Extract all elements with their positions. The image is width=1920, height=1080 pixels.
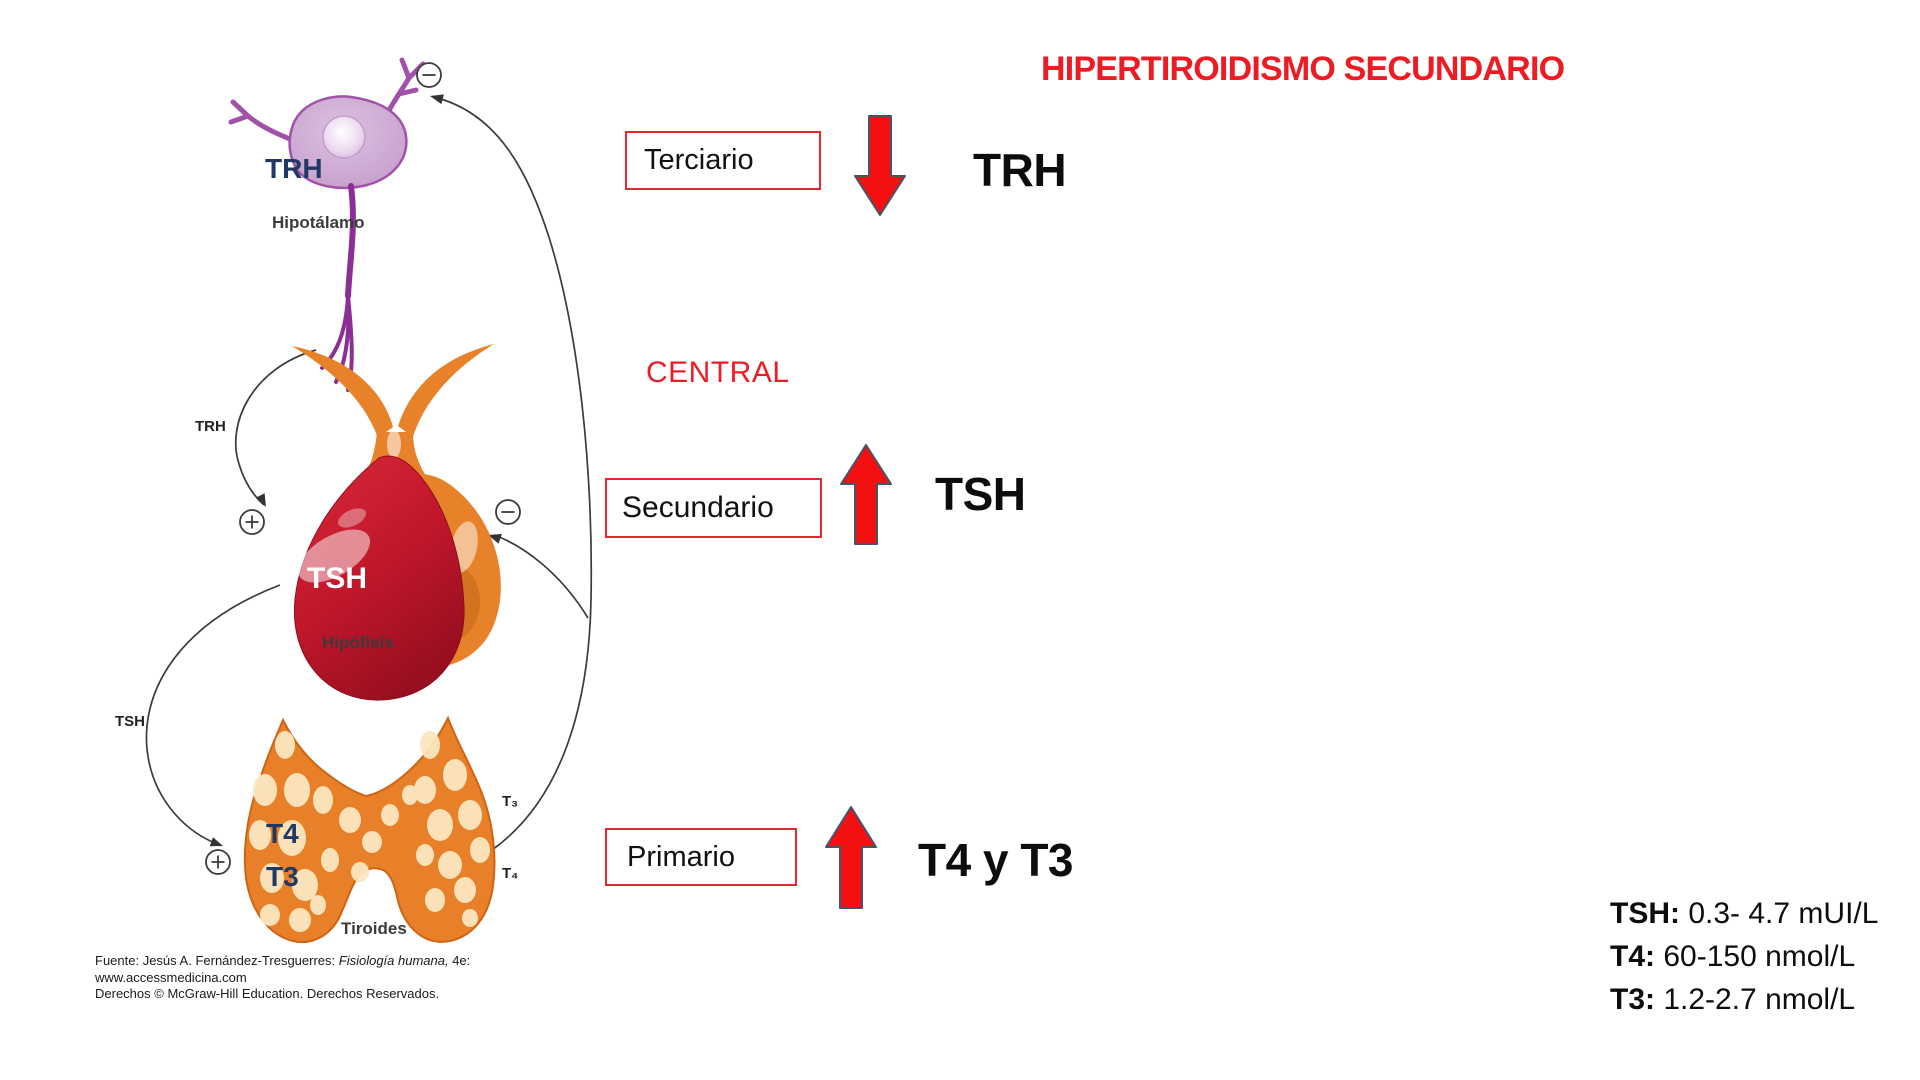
level-box-label: Secundario bbox=[622, 491, 774, 524]
negative-feedback-curve-to-pituitary bbox=[493, 534, 589, 619]
thyroid-gland bbox=[243, 715, 496, 944]
reference-value-tsh: TSH: 0.3- 4.7 mUI/L bbox=[1610, 892, 1878, 935]
reference-values-panel: TSH: 0.3- 4.7 mUI/L T4: 60-150 nmol/L T3… bbox=[1610, 892, 1878, 1021]
trh-pathway-label: TRH bbox=[195, 418, 226, 435]
level-box-label: Primario bbox=[627, 840, 735, 873]
reference-range: 1.2-2.7 nmol/L bbox=[1663, 983, 1856, 1016]
source-text: 4e: bbox=[448, 953, 471, 968]
feedback-curves bbox=[145, 96, 593, 851]
arrowheads bbox=[209, 94, 502, 847]
source-line-3: Derechos © McGraw-Hill Education. Derech… bbox=[95, 986, 440, 1001]
thyroid-label: Tiroides bbox=[341, 919, 407, 938]
reference-range: 0.3- 4.7 mUI/L bbox=[1688, 897, 1879, 930]
arrow-up-icon bbox=[840, 444, 892, 545]
level-box-label: Terciario bbox=[644, 144, 754, 176]
arrowhead-icon bbox=[430, 94, 444, 105]
arrow-down-icon bbox=[854, 115, 906, 216]
arrowhead-icon bbox=[209, 837, 223, 847]
thyroid-follicle-spots bbox=[249, 731, 490, 932]
arrow-up-icon bbox=[825, 806, 877, 909]
source-text: Fuente: Jesús A. Fernández-Tresguerres: bbox=[95, 953, 339, 968]
reference-label: T4: bbox=[1610, 940, 1655, 973]
t3-secretion-label: T₃ bbox=[502, 793, 518, 810]
thyroid-t3-label: T3 bbox=[266, 861, 299, 892]
minus-sign-icon bbox=[416, 62, 442, 88]
tsh-stimulation-curve bbox=[145, 584, 281, 846]
hpt-axis-diagram: TRH Hipotálamo TRH TSH Hipófisis TSH T4 … bbox=[115, 57, 593, 944]
plus-sign-icon bbox=[239, 509, 265, 535]
reference-value-t3: T3: 1.2-2.7 nmol/L bbox=[1610, 978, 1878, 1021]
anterior-pituitary-gloss bbox=[337, 508, 367, 528]
level-box-secundario: Secundario bbox=[605, 478, 822, 538]
hormone-label-t4t3: T4 y T3 bbox=[918, 834, 1074, 886]
pituitary-hormone-label: TSH bbox=[307, 562, 367, 595]
negative-feedback-curve-thyroid-to-hypothalamus bbox=[433, 96, 593, 851]
hypothalamus-label: Hipotálamo bbox=[272, 213, 365, 232]
trh-stimulation-curve bbox=[234, 349, 317, 506]
source-book-title: Fisiología humana, bbox=[338, 953, 449, 968]
reference-range: 60-150 nmol/L bbox=[1663, 940, 1856, 973]
level-box-terciario: Terciario bbox=[625, 131, 821, 190]
reference-label: TSH: bbox=[1610, 897, 1680, 930]
reference-label: T3: bbox=[1610, 983, 1655, 1016]
hormone-label-trh: TRH bbox=[973, 144, 1067, 196]
reference-value-t4: T4: 60-150 nmol/L bbox=[1610, 935, 1878, 978]
pituitary-label: Hipófisis bbox=[322, 633, 394, 652]
sign-icons bbox=[205, 62, 521, 875]
anterior-pituitary-gloss bbox=[297, 529, 371, 583]
source-attribution: Fuente: Jesús A. Fernández-Tresguerres: … bbox=[95, 953, 470, 1003]
arrowhead-icon bbox=[488, 534, 502, 544]
level-box-primario: Primario bbox=[605, 828, 797, 886]
t4-secretion-label: T₄ bbox=[502, 865, 518, 882]
plus-sign-icon bbox=[205, 849, 231, 875]
minus-sign-icon bbox=[495, 499, 521, 525]
source-line-1: Fuente: Jesús A. Fernández-Tresguerres: … bbox=[95, 953, 470, 970]
hormone-label-tsh: TSH bbox=[935, 468, 1026, 520]
tsh-pathway-label: TSH bbox=[115, 713, 145, 730]
slide-title: HIPERTIROIDISMO SECUNDARIO bbox=[1041, 50, 1565, 88]
stalk-gloss bbox=[387, 430, 401, 458]
neuron-nucleus bbox=[322, 115, 366, 159]
neuron-axon bbox=[345, 183, 356, 299]
neuron-hormone-label: TRH bbox=[265, 153, 323, 184]
pituitary-gland bbox=[292, 344, 501, 701]
arrowhead-icon bbox=[255, 493, 266, 507]
central-label: CENTRAL bbox=[646, 356, 790, 389]
source-line-2: www.accessmedicina.com bbox=[95, 969, 247, 985]
thyroid-t4-label: T4 bbox=[266, 818, 299, 849]
